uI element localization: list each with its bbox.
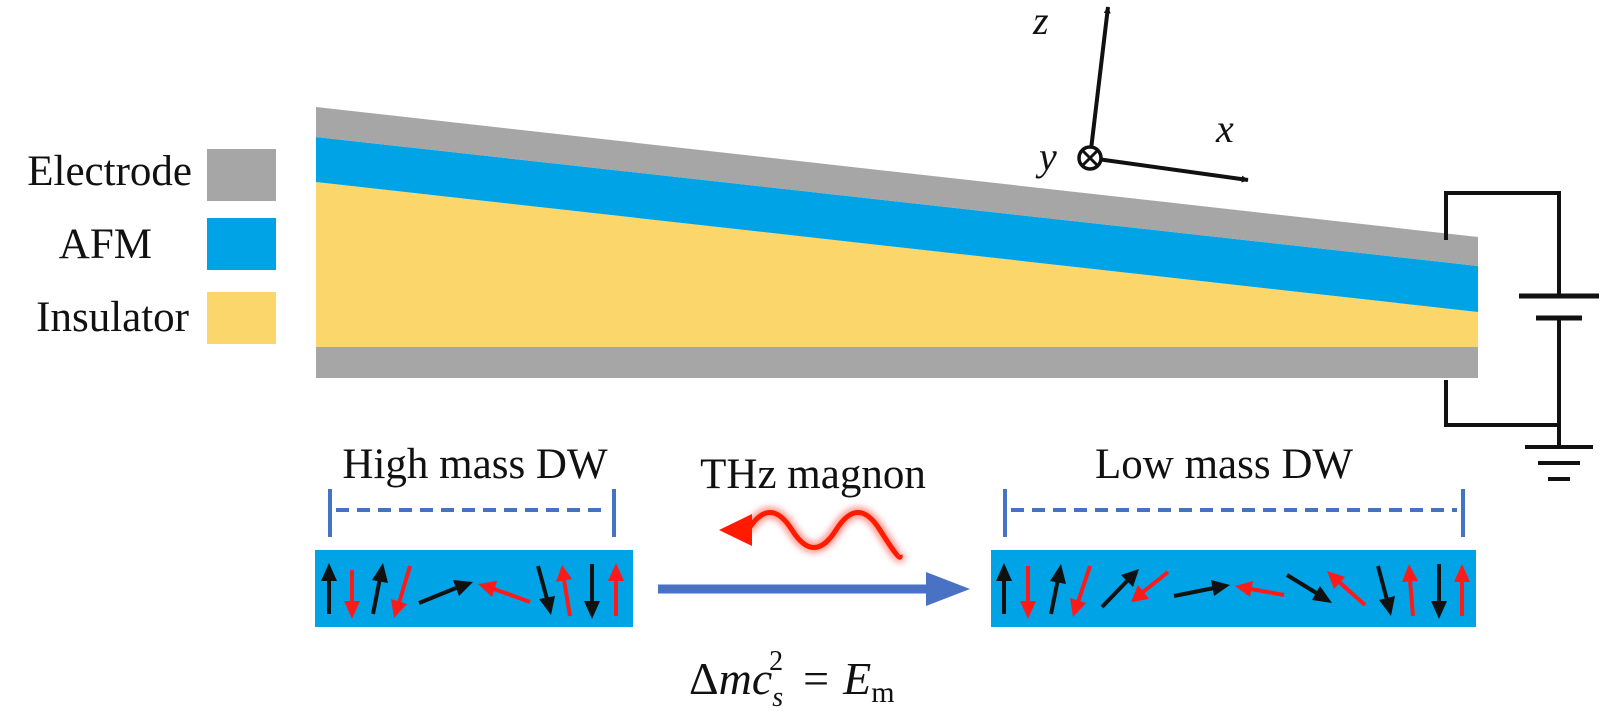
legend-swatch-afm [207,218,276,270]
legend-label-insulator: Insulator [36,294,189,341]
high-mass-width-bracket [328,489,616,537]
spin-arrow [1454,564,1470,616]
spin-arrow [556,565,572,617]
bottom-electrode [316,347,1478,378]
top-electrode [316,107,1478,266]
z-axis-label: z [1032,0,1049,43]
high-mass-spins [321,563,624,619]
spin-arrow [478,581,531,604]
spin-arrow [1131,570,1170,602]
x-axis [1089,156,1249,183]
spin-arrow [608,563,624,616]
spin-arrow [1376,565,1395,616]
spin-arrow [1402,564,1418,617]
low-mass-dw-strip [991,550,1476,627]
spin-arrow [1173,580,1230,598]
y-axis-label: y [1035,134,1057,179]
spin-arrow [391,565,412,618]
dw-transition-arrow [658,572,970,606]
legend-label-electrode: Electrode [27,148,192,195]
spin-arrow [321,563,337,614]
legend-label-afm: AFM [59,221,152,268]
spin-arrow [996,563,1012,614]
insulator-layer [316,182,1478,347]
spin-arrow [1070,565,1092,617]
wire-bottom-electrode [1444,380,1559,427]
spin-arrow [1100,569,1139,609]
spin-arrow [584,564,600,619]
legend-swatch-electrode [207,149,276,201]
legend: Electrode AFM Insulator [27,148,276,344]
spin-arrow [536,565,555,615]
low-mass-dw-title: Low mass DW [1095,441,1353,488]
spin-arrow [1020,566,1036,619]
thz-magnon-label: THz magnon [700,451,926,498]
z-axis [1088,6,1111,159]
spin-arrow [1049,564,1066,615]
y-axis-into-page-icon [1077,145,1103,171]
thz-magnon-wave-icon [719,507,906,563]
spin-arrow [1327,571,1367,607]
high-mass-dw-title: High mass DW [342,441,608,488]
spin-arrow [371,563,388,615]
coordinate-axes: z x y [1032,0,1249,183]
circuit [1444,191,1599,481]
low-mass-spins [996,563,1470,619]
spin-arrow [418,580,473,605]
legend-swatch-insulator [207,292,276,344]
wire-top [1444,191,1561,294]
spin-arrow [1235,581,1285,597]
x-axis-label: x [1215,106,1234,151]
afm-layer [316,137,1478,312]
low-mass-width-bracket [1003,489,1465,537]
spin-arrow [1285,573,1332,603]
mass-energy-equation: Δmcs2=Em [689,646,895,713]
high-mass-dw-strip [315,550,633,627]
spin-arrow [1431,564,1447,619]
device-stack [316,107,1478,378]
spin-arrow [344,570,360,619]
